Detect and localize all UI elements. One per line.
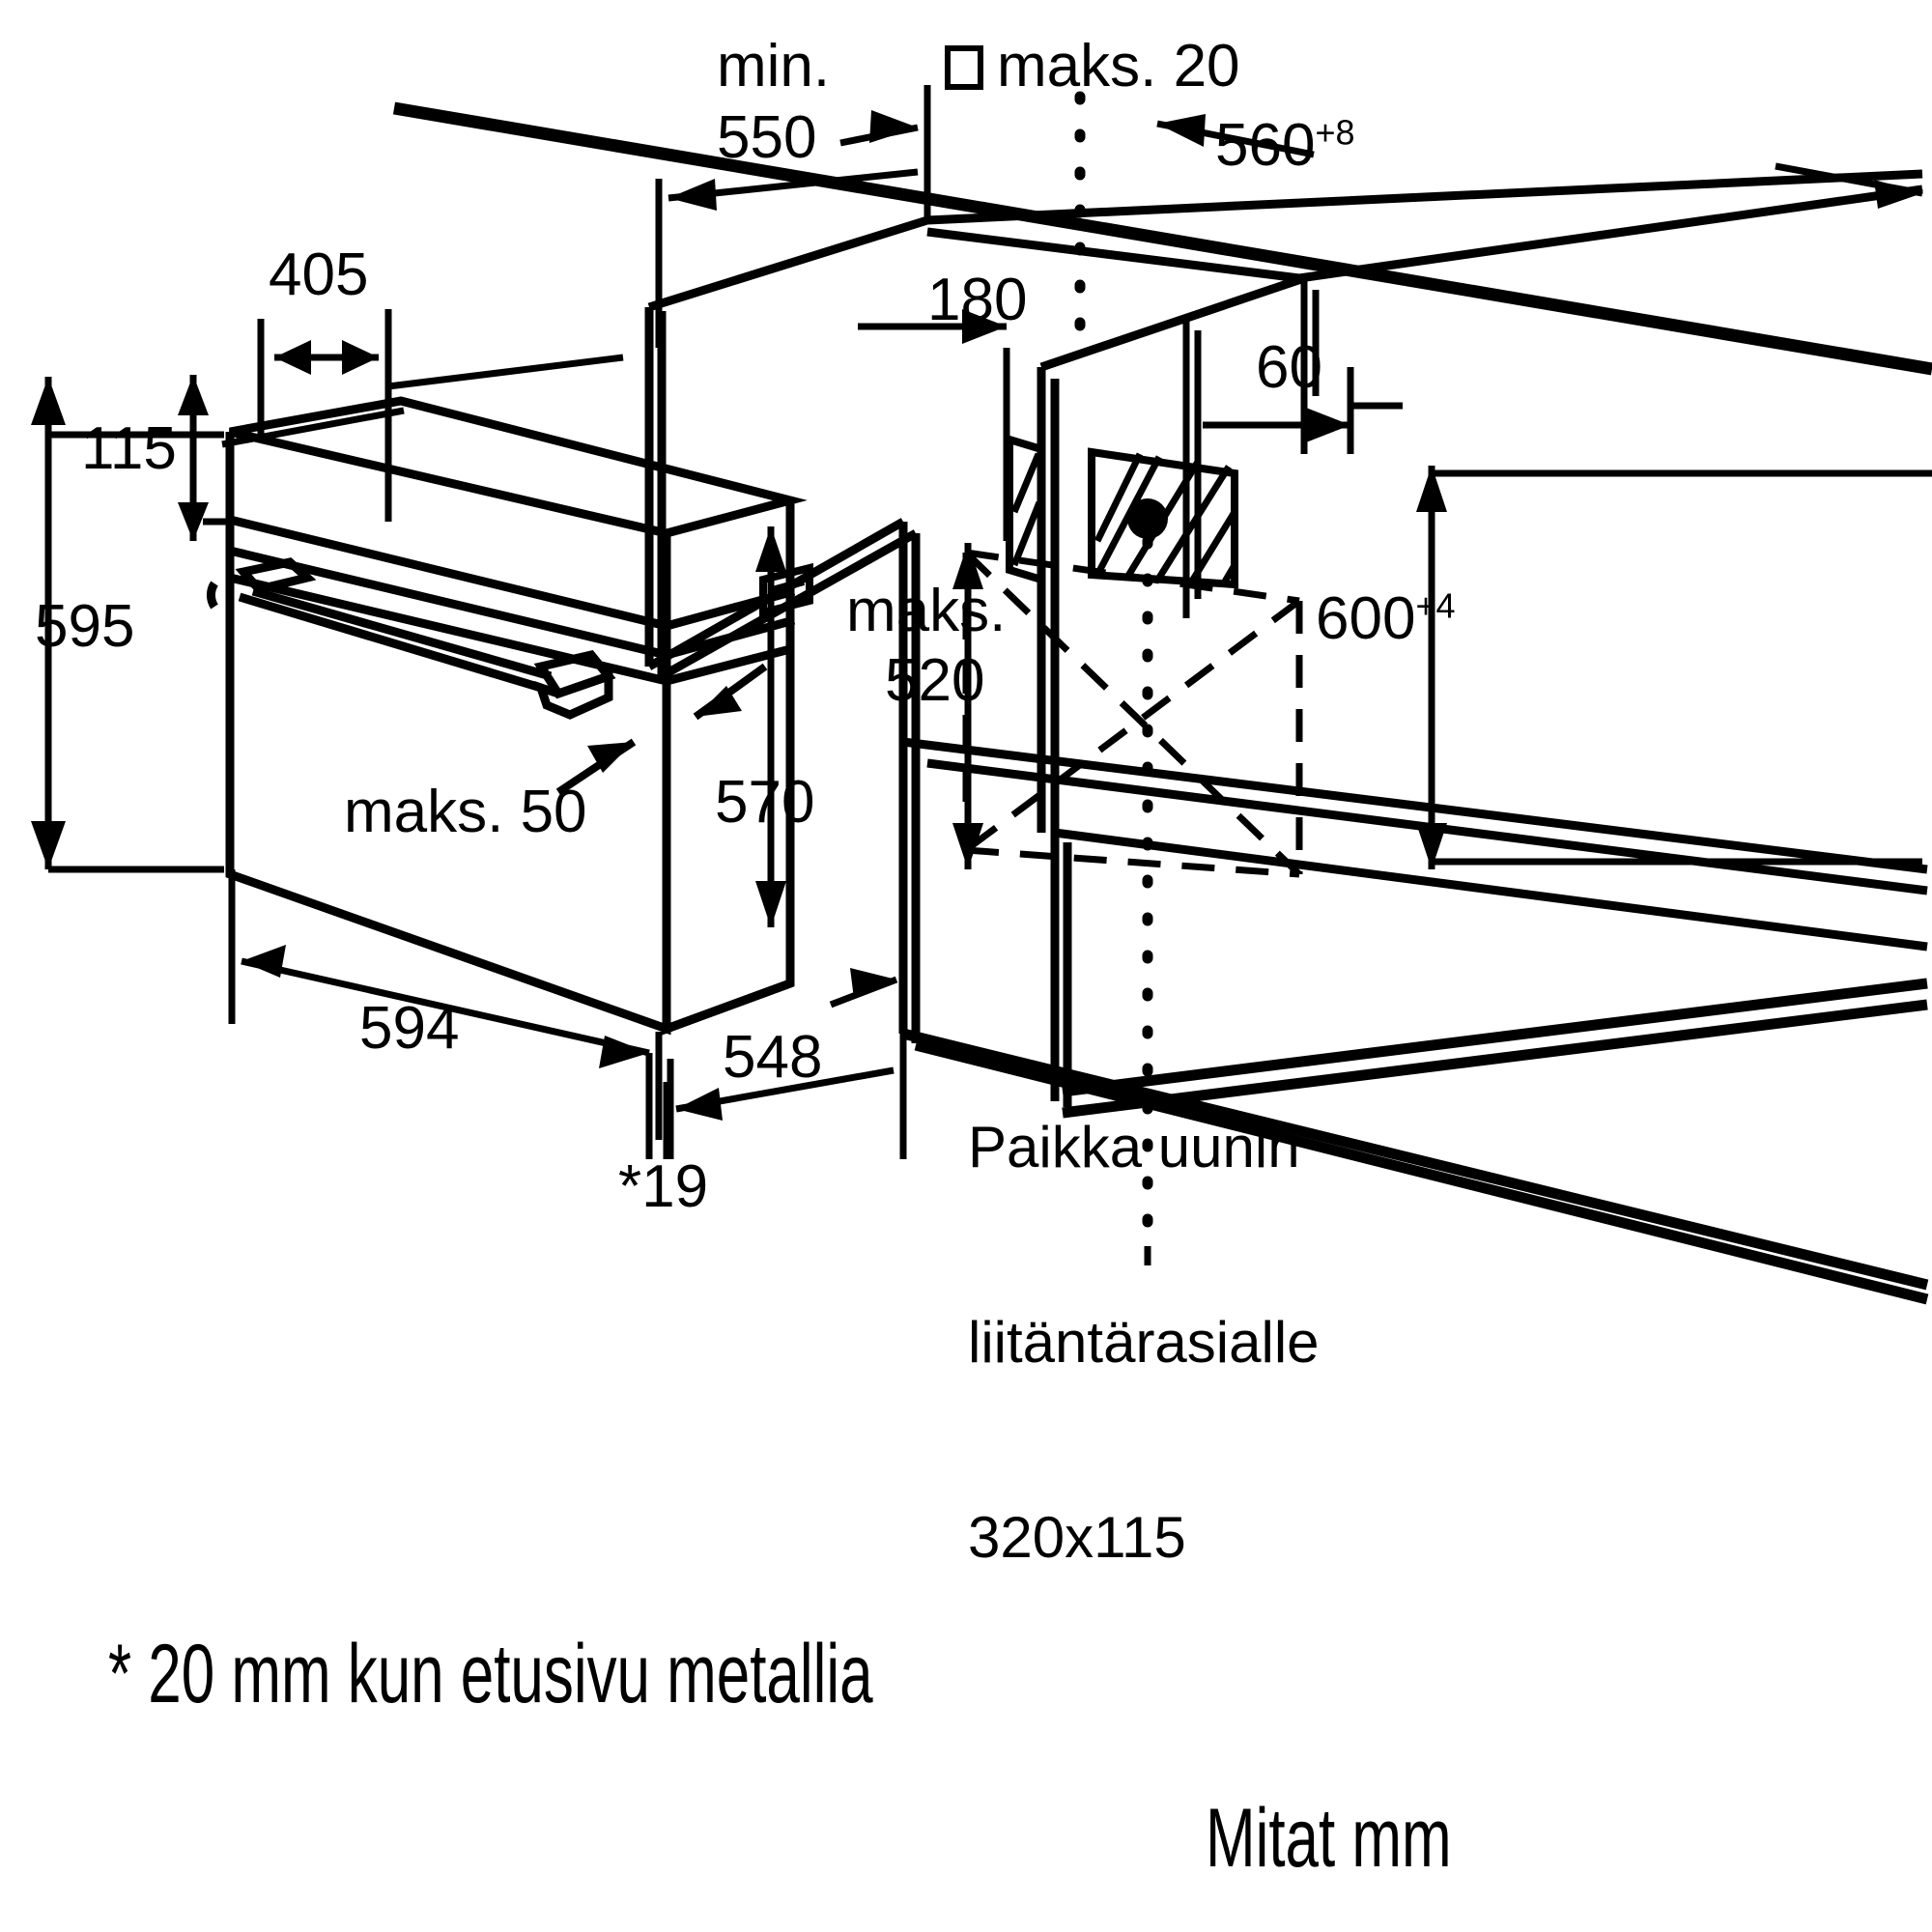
dim-maks-50-leader — [555, 663, 768, 796]
label-180: 180 — [927, 267, 1028, 333]
dim-600 — [1416, 466, 1932, 869]
niche-right-front-post — [898, 522, 921, 1043]
label-595: 595 — [35, 593, 135, 660]
socket-note: Paikka uunin liitäntärasialle 320x115 — [968, 985, 1320, 1699]
cabinet-top-front-edge — [392, 101, 1932, 376]
cabinet-rear-diagonal — [1039, 273, 1306, 372]
socket-note-line2: liitäntärasialle — [968, 1309, 1320, 1375]
label-maks-20: maks. 20 — [945, 35, 1240, 98]
label-560: 560+8 — [1215, 112, 1355, 179]
dim-594 — [228, 869, 663, 1140]
dim-19 — [645, 1053, 674, 1159]
cabinet-bottom-rails — [1062, 978, 1928, 1119]
niche-left-front-post — [644, 307, 667, 676]
dim-405-leader — [221, 407, 405, 448]
dim-548 — [663, 968, 907, 1159]
label-min-550: 550 — [717, 104, 817, 171]
label-min-word: min. — [717, 33, 831, 99]
label-19: *19 — [618, 1153, 709, 1220]
label-60: 60 — [1256, 334, 1322, 401]
oven-door-handle — [207, 557, 616, 720]
units-note: Mitat mm — [1206, 1792, 1452, 1885]
label-115: 115 — [81, 415, 177, 482]
label-maks-50: maks. 50 — [344, 779, 587, 845]
socket-note-line3: 320x115 — [968, 1504, 1186, 1570]
square-symbol-icon — [945, 45, 983, 90]
dim-180 — [858, 309, 1202, 618]
label-405: 405 — [269, 242, 369, 308]
label-594: 594 — [359, 995, 460, 1062]
socket-center-dot — [1127, 498, 1168, 539]
dim-595 — [31, 377, 224, 873]
oven-bottom-trim — [665, 979, 792, 1034]
top-right-tick — [1300, 278, 1320, 396]
niche-bottom-bracket — [1050, 833, 1072, 1107]
oven-side-latch — [759, 562, 813, 618]
dim-60 — [1203, 367, 1403, 454]
hidden-oven-outline — [962, 549, 1303, 878]
label-maks-word: maks. — [846, 578, 1007, 644]
dim-570 — [755, 526, 786, 927]
label-maks-520: 520 — [885, 647, 985, 714]
cabinet-right-rear-wall — [1037, 367, 1060, 845]
dim-560 — [1156, 114, 1923, 209]
label-570: 570 — [715, 769, 815, 836]
dim-115 — [178, 375, 232, 541]
dim-min550 — [655, 85, 931, 348]
label-548: 548 — [723, 1024, 823, 1091]
socket-note-line1: Paikka uunin — [968, 1115, 1300, 1180]
label-600: 600+4 — [1316, 585, 1456, 652]
footnote-text: * 20 mm kun etusivu metallia — [108, 1628, 873, 1720]
cabinet-top-rear-edge — [647, 169, 1923, 312]
